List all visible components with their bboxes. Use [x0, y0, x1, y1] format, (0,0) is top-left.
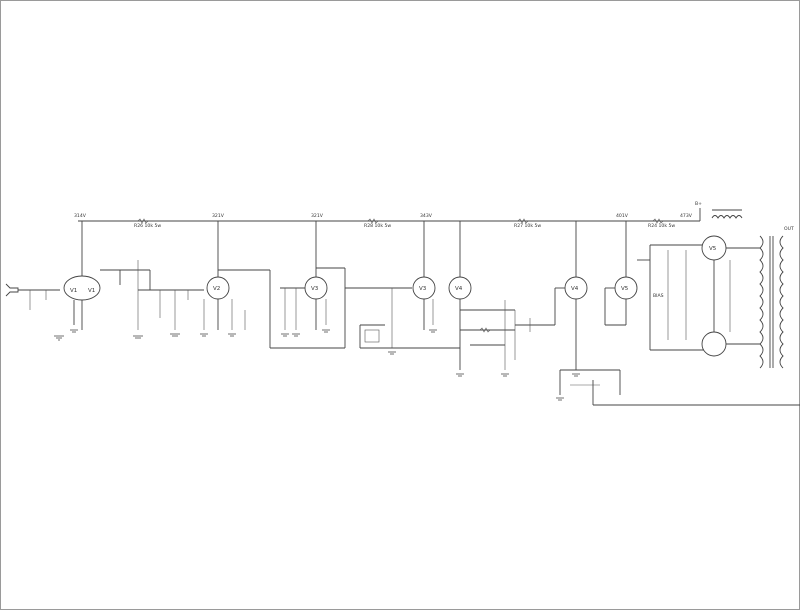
tube-label: V5: [709, 246, 717, 252]
output-transformer: [759, 235, 784, 369]
stage-1-coupling: [100, 260, 204, 330]
output-label: OUT: [784, 226, 794, 232]
tube-v4-pair: [554, 221, 638, 370]
rail-resistor-label: R28 10k 5w: [364, 223, 391, 229]
tube-label: V4: [455, 286, 463, 292]
tube-label: V1: [70, 288, 77, 294]
rail-voltage-label: 343V: [420, 213, 433, 219]
tube-label: V5: [621, 286, 629, 292]
tube-v3-pair: [412, 221, 472, 370]
tube-v3a: [304, 221, 346, 330]
tube-v1: [63, 221, 101, 330]
ground-symbols: [54, 329, 580, 401]
bias-label: BIAS: [653, 293, 664, 299]
rail-resistor-label: R27 10k 5w: [514, 223, 541, 229]
stage-3-coupling: [345, 287, 460, 349]
tube-label: V2: [213, 286, 220, 292]
b-plus-rail: [78, 208, 701, 224]
tube-label: V1: [88, 288, 95, 294]
rail-voltage-label: 314V: [74, 213, 87, 219]
tube-label: V3: [419, 286, 427, 292]
stage-2-coupling: [269, 270, 346, 349]
feedback-loop: [559, 369, 800, 406]
rail-resistor-label: R26 10k 5w: [134, 223, 161, 229]
input-jack: [5, 283, 60, 310]
tone-stack: [460, 300, 555, 370]
rail-resistor-label: R24 10k 5w: [648, 223, 675, 229]
tube-v5-pair: [701, 235, 760, 357]
b-plus-label: B+: [695, 201, 702, 207]
tube-label: V4: [571, 286, 579, 292]
tube-v2: [203, 221, 270, 330]
power-drive: [637, 244, 710, 351]
tube-label: V3: [311, 286, 319, 292]
rail-voltage-label: 473V: [680, 213, 693, 219]
rail-voltage-label: 401V: [616, 213, 629, 219]
rail-voltage-label: 321V: [212, 213, 225, 219]
rail-voltage-label: 321V: [311, 213, 324, 219]
choke: [711, 209, 743, 219]
